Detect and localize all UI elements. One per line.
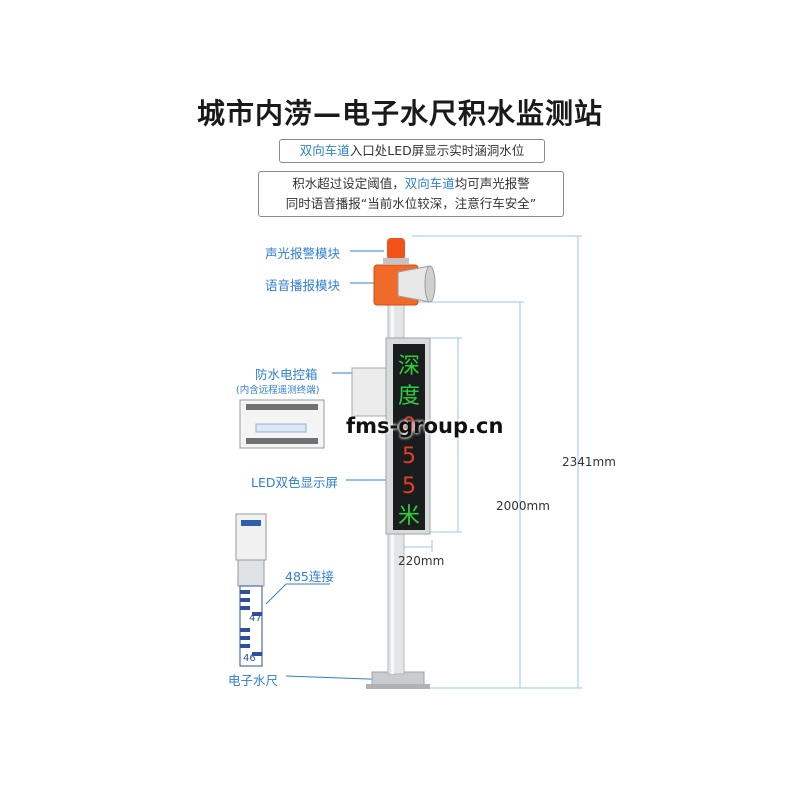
dimension-total: 2341mm <box>562 455 616 469</box>
gauge-mark: 47 <box>249 613 262 624</box>
led-char: 5 <box>402 474 416 499</box>
gauge-connector <box>237 559 265 587</box>
led-char: 深 <box>398 354 420 379</box>
alarm-light <box>387 238 405 260</box>
info-box-led: 双向车道入口处LED屏显示实时涵洞水位 <box>279 139 545 163</box>
info-line-1: 积水超过设定阈值，双向车道均可声光报警 <box>259 174 563 194</box>
label-485: 485连接 <box>285 569 334 584</box>
info-line-1-post: 均可声光报警 <box>454 176 530 191</box>
led-char: 米 <box>398 504 420 529</box>
dimension-width: 220mm <box>398 554 445 568</box>
info-box-alarm: 积水超过设定阈值，双向车道均可声光报警 同时语音播报“当前水位较深，注意行车安全… <box>258 171 564 217</box>
dimension-lines <box>397 235 582 689</box>
label-gauge: 电子水尺 <box>228 673 279 688</box>
label-led: LED双色显示屏 <box>251 475 338 490</box>
speaker-mouth <box>424 265 436 303</box>
info-line-1-pre: 积水超过设定阈值， <box>292 176 405 191</box>
leader-lines <box>265 250 402 681</box>
label-control-box: 防水电控箱 <box>255 367 318 382</box>
gauge-ticks <box>240 590 262 656</box>
label-alarm: 声光报警模块 <box>265 246 341 261</box>
alarm-base <box>383 258 409 264</box>
label-voice: 语音播报模块 <box>265 278 341 293</box>
terminal-pins-bottom <box>246 438 318 444</box>
info-line-2: 同时语音播报“当前水位较深，注意行车安全” <box>285 196 537 211</box>
led-char: 度 <box>398 384 420 409</box>
terminal-label <box>255 423 307 433</box>
led-display <box>393 344 425 530</box>
page-title: 城市内涝—电子水尺积水监测站 <box>196 97 603 130</box>
watermark: fms-group.cn <box>346 414 504 438</box>
terminal-pins-top <box>246 404 318 410</box>
info-line-1-highlight: 双向车道 <box>404 176 455 191</box>
gauge-mark: 46 <box>243 653 256 664</box>
led-char: 0 <box>402 414 416 439</box>
info-highlight: 双向车道 <box>299 143 350 158</box>
base-foot <box>366 684 430 689</box>
dimension-pole: 2000mm <box>496 499 550 513</box>
info-text: 入口处LED屏显示实时涵洞水位 <box>349 143 525 158</box>
led-char: 5 <box>402 444 416 469</box>
label-control-box-sub: (内含远程遥测终端) <box>236 385 320 396</box>
control-box-mounted <box>351 367 389 417</box>
led-characters: 深 度 0 5 5 米 <box>398 354 420 529</box>
gauge-badge <box>241 520 261 526</box>
